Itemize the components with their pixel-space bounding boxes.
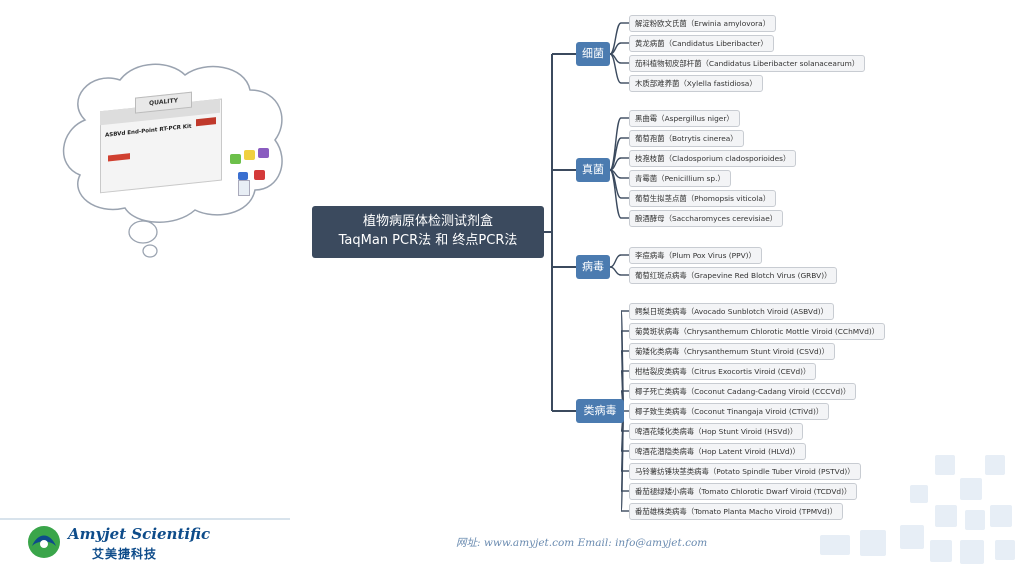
connector-curve — [609, 53, 622, 84]
leaf-item: 菊黄斑状病毒（Chrysanthemum Chlorotic Mottle Vi… — [629, 323, 886, 340]
leaf-item: 啤酒花矮化类病毒（Hop Stunt Viroid (HSVd)） — [629, 423, 804, 440]
root-node: 植物病原体检测试剂盒 TaqMan PCR法 和 终点PCR法 — [312, 206, 544, 258]
leaf-item: 马铃薯纺锤块茎类病毒（Potato Spindle Tuber Viroid (… — [629, 463, 861, 480]
brand-name-en: Amyjet Scientific — [68, 525, 211, 543]
vial-tubes-icon — [228, 148, 278, 198]
leaf-item: 木质部难养菌（Xylella fastidiosa） — [629, 75, 763, 92]
category-node: 细菌 — [576, 42, 610, 66]
leaf-item: 番茄褪绿矮小病毒（Tomato Chlorotic Dwarf Viroid (… — [629, 483, 858, 500]
product-kit-box: QUALITY ASBVd End-Point RT-PCR Kit — [100, 89, 222, 194]
bubble-dot-large — [128, 220, 158, 244]
leaf-item: 黑曲霉（Aspergillus niger） — [629, 110, 740, 127]
root-title-line2: TaqMan PCR法 和 终点PCR法 — [338, 233, 518, 248]
connector-curve — [609, 266, 622, 276]
leaf-item: 鳄梨日斑类病毒（Avocado Sunblotch Viroid (ASBVd)… — [629, 303, 835, 320]
amyjet-logo-icon — [28, 526, 60, 558]
leaf-item: 番茄雄株类病毒（Tomato Planta Macho Viroid (TPMV… — [629, 503, 844, 520]
leaf-item: 黄龙病菌（Candidatus Liberibacter） — [629, 35, 774, 52]
decorative-corner-pattern — [820, 455, 1015, 564]
leaf-item: 解淀粉欧文氏菌（Erwinia amylovora） — [629, 15, 777, 32]
leaf-item: 酿酒酵母（Saccharomyces cerevisiae） — [629, 210, 784, 227]
leaf-item: 啤酒花潜隐类病毒（Hop Latent Viroid (HLVd)） — [629, 443, 806, 460]
leaf-item: 菊矮化类病毒（Chrysanthemum Stunt Viroid (CSVd)… — [629, 343, 836, 360]
category-node: 真菌 — [576, 158, 610, 182]
leaf-item: 椰子死亡类病毒（Coconut Cadang-Cadang Viroid (CC… — [629, 383, 857, 400]
connector-curve — [609, 169, 622, 219]
brand-name-cn: 艾美捷科技 — [92, 547, 158, 561]
leaf-item: 葡萄孢菌（Botrytis cinerea） — [629, 130, 744, 147]
leaf-item: 枝孢枝菌（Cladosporium cladosporioides） — [629, 150, 797, 167]
leaf-item: 茄科植物韧皮部杆菌（Candidatus Liberibacter solana… — [629, 55, 866, 72]
category-node: 类病毒 — [576, 399, 624, 423]
contact-info: 网址: www.amyjet.com Email: info@amyjet.co… — [456, 537, 708, 549]
bubble-dot-small — [142, 244, 158, 258]
category-node: 病毒 — [576, 255, 610, 279]
connector-curve — [609, 117, 622, 171]
leaf-item: 葡萄红斑点病毒（Grapevine Red Blotch Virus (GRBV… — [629, 267, 838, 284]
leaf-item: 李痘病毒（Plum Pox Virus (PPV)） — [629, 247, 762, 264]
root-title-line1: 植物病原体检测试剂盒 — [362, 214, 493, 229]
connector-curve — [609, 254, 622, 268]
leaf-item: 青霉菌（Penicillium sp.） — [629, 170, 731, 187]
leaf-item: 椰子致生类病毒（Coconut Tinangaja Viroid (CTiVd)… — [629, 403, 830, 420]
footer-divider — [0, 518, 290, 520]
leaf-item: 柑桔裂皮类病毒（Citrus Exocortis Viroid (CEVd)） — [629, 363, 817, 380]
leaf-item: 葡萄生拟茎点菌（Phomopsis viticola） — [629, 190, 777, 207]
